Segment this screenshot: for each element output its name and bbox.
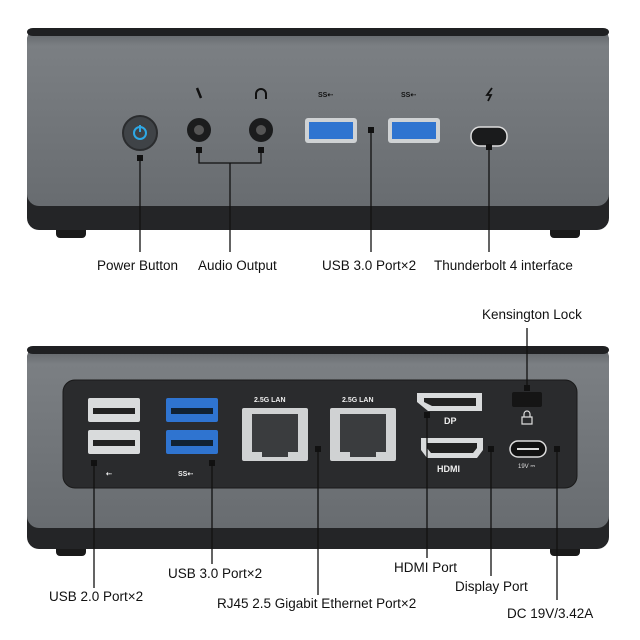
label-rj45: RJ45 2.5 Gigabit Ethernet Port×2 [217, 596, 416, 611]
label-rear-usb3: USB 3.0 Port×2 [168, 566, 262, 581]
label-usb2: USB 2.0 Port×2 [49, 589, 143, 604]
front-leader-lines [137, 127, 492, 252]
lan2-label: 2.5G LAN [342, 397, 374, 404]
headphone-jack[interactable] [249, 88, 273, 142]
dc-power-port[interactable]: 19V ⎓ [509, 440, 547, 470]
microphone-icon [195, 87, 203, 99]
rear-io-panel [62, 379, 578, 489]
usb-ss-icon: SS⇠ [318, 92, 333, 99]
label-thunderbolt: Thunderbolt 4 interface [434, 258, 573, 273]
lock-icon [521, 410, 533, 425]
hdmi-mark: HDMI [437, 464, 460, 474]
label-displayport: Display Port [455, 579, 528, 594]
label-dc: DC 19V/3.42A [507, 606, 593, 621]
label-front-usb3: USB 3.0 Port×2 [322, 258, 416, 273]
lan1-label: 2.5G LAN [254, 397, 286, 404]
label-hdmi: HDMI Port [394, 560, 457, 575]
headphone-icon [255, 88, 267, 99]
rear-leader-lines [91, 328, 560, 600]
usb-icon: ⇠ [106, 471, 112, 478]
label-kensington: Kensington Lock [482, 307, 582, 322]
usb-ss-icon: SS⇠ [178, 471, 193, 478]
rear-usb3-ports[interactable]: SS⇠ [166, 398, 218, 478]
lan-port-1[interactable]: 2.5G LAN [242, 397, 308, 461]
lan-port-2[interactable]: 2.5G LAN [330, 397, 396, 461]
rear-usb2-ports[interactable]: ⇠ [88, 398, 140, 478]
mic-jack[interactable] [187, 87, 211, 142]
front-device: SS⇠ SS⇠ [27, 28, 609, 238]
usb-ss-icon: SS⇠ [401, 92, 416, 99]
kensington-lock-slot[interactable] [512, 392, 542, 425]
dc-mark: 19V ⎓ [518, 464, 535, 470]
label-power-button: Power Button [97, 258, 178, 273]
thunderbolt-icon [485, 87, 493, 102]
label-audio-output: Audio Output [198, 258, 277, 273]
hdmi-port[interactable]: HDMI [421, 438, 483, 474]
displayport[interactable]: DP [417, 393, 482, 426]
front-usb3-port-2[interactable]: SS⇠ [388, 92, 440, 143]
front-usb3-port-1[interactable]: SS⇠ [305, 92, 357, 143]
dp-mark: DP [444, 416, 457, 426]
power-button[interactable] [122, 115, 158, 151]
